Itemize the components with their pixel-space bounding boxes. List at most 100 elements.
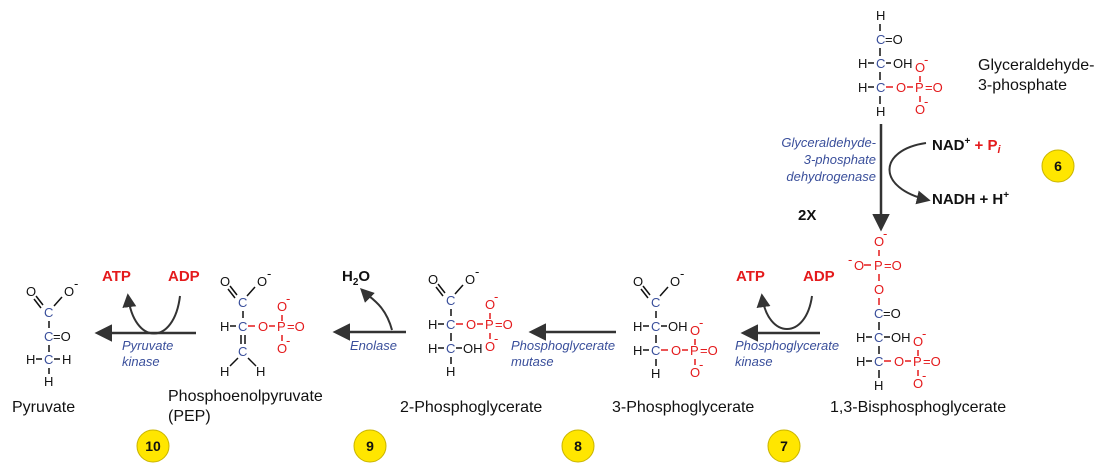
atom-h: H <box>876 8 885 23</box>
charge-minus: - <box>286 291 290 306</box>
atom-c: C <box>874 354 883 369</box>
cofactor-atp-step7: ATP <box>736 268 765 285</box>
atom-eq-o: =O <box>884 258 902 273</box>
atom-p: P <box>874 258 883 273</box>
atom-o-minus: O <box>915 102 925 117</box>
atom-o-minus: O <box>485 297 495 312</box>
molecule-pyruvate: O O - C C =O H C H H <box>26 276 78 389</box>
step-badge-7: 7 <box>767 429 801 463</box>
atom-o-minus: O <box>465 272 475 287</box>
atom-c: C <box>44 305 53 320</box>
atom-o-minus: O <box>913 376 923 391</box>
cofactor-adp-step7: ADP <box>803 268 835 285</box>
atom-c: C <box>876 56 885 71</box>
atom-h: H <box>428 317 437 332</box>
atom-o: O <box>466 317 476 332</box>
atom-p: P <box>915 80 924 95</box>
atom-h: H <box>446 364 455 379</box>
atom-p: P <box>485 317 494 332</box>
label-2x: 2X <box>798 207 816 224</box>
atom-h: H <box>874 378 883 393</box>
charge-minus: - <box>286 333 290 348</box>
molecule-3pg: O O - C H C OH H C O P =O O - O - H <box>633 266 718 381</box>
charge-minus: - <box>883 226 887 241</box>
atom-h: H <box>876 104 885 119</box>
label-g3p-line2: 3-phosphate <box>978 77 1067 94</box>
atom-c: C <box>651 319 660 334</box>
atom-h: H <box>856 330 865 345</box>
enzyme-enolase: Enolase <box>350 338 397 353</box>
atom-o: O <box>220 274 230 289</box>
atom-c: C <box>446 317 455 332</box>
atom-oh: OH <box>893 56 913 71</box>
cofactor-h2o: H2O <box>342 268 370 288</box>
step-number-6: 6 <box>1054 158 1062 174</box>
step-number-8: 8 <box>574 438 582 454</box>
enzyme-pgm-line1: Phosphoglycerate <box>511 338 615 353</box>
step-badge-6: 6 <box>1041 149 1075 183</box>
charge-minus: - <box>924 94 928 109</box>
cofactor-atp-step10: ATP <box>102 268 131 285</box>
step-badge-10: 10 <box>136 429 170 463</box>
atom-h: H <box>220 364 229 379</box>
charge-minus: - <box>680 266 684 281</box>
enzyme-pgm-line2: mutase <box>511 354 554 369</box>
enzyme-pgk-line2: kinase <box>735 354 773 369</box>
cofactor-nadh: NADH + H+ <box>932 190 1009 208</box>
atom-c: C <box>651 295 660 310</box>
atom-o-minus: O <box>277 341 287 356</box>
atom-eq-o: =O <box>495 317 513 332</box>
atom-oh: OH <box>463 341 483 356</box>
atom-c: C <box>44 352 53 367</box>
atom-oh: OH <box>668 319 688 334</box>
atom-o: O <box>258 319 268 334</box>
atom-h: H <box>62 352 71 367</box>
cofactor-adp-step10: ADP <box>168 268 200 285</box>
atom-h: H <box>26 352 35 367</box>
atom-c: C <box>876 32 885 47</box>
enzyme-pk-line2: kinase <box>122 354 160 369</box>
atom-c: C <box>446 293 455 308</box>
atom-eq-o: =O <box>287 319 305 334</box>
molecule-pep: O O - C H C O P =O O - O - C H H <box>220 266 305 379</box>
atom-c: C <box>651 343 660 358</box>
label-pep-line2: (PEP) <box>168 408 211 425</box>
atom-o-minus: O <box>690 365 700 380</box>
atom-o: O <box>26 284 36 299</box>
label-pep-line1: Phosphoenolpyruvate <box>168 388 323 405</box>
atom-c: C <box>876 80 885 95</box>
atom-h: H <box>858 80 867 95</box>
atom-h: H <box>858 56 867 71</box>
atom-o-minus: O <box>670 274 680 289</box>
charge-minus: - <box>699 315 703 330</box>
atom-o: O <box>874 282 884 297</box>
atom-o: O <box>428 272 438 287</box>
step-badge-8: 8 <box>561 429 595 463</box>
atom-c: C <box>44 329 53 344</box>
atom-h: H <box>633 343 642 358</box>
atom-eq-o: =O <box>883 306 901 321</box>
atom-eq-o: =O <box>700 343 718 358</box>
atom-o-minus: O <box>257 274 267 289</box>
step-badge-9: 9 <box>353 429 387 463</box>
atom-h: H <box>44 374 53 389</box>
enzyme-gapdh-line3: dehydrogenase <box>786 169 876 184</box>
water-curve-step9 <box>360 288 393 331</box>
atom-h: H <box>856 354 865 369</box>
charge-minus: - <box>922 368 926 383</box>
charge-minus: - <box>924 52 928 67</box>
charge-minus: - <box>922 326 926 341</box>
atom-o-minus: O <box>64 284 74 299</box>
enzyme-pgk-line1: Phosphoglycerate <box>735 338 839 353</box>
atom-o-minus: O <box>854 258 864 273</box>
label-g3p-line1: Glyceraldehyde- <box>978 57 1095 74</box>
cofactor-nad-plus-pi: NAD+ + Pi <box>932 136 1001 156</box>
atom-o: O <box>896 80 906 95</box>
atom-eq-o: =O <box>885 32 903 47</box>
cofactor-curve-step7 <box>756 293 813 330</box>
atom-c: C <box>238 319 247 334</box>
atom-h: H <box>428 341 437 356</box>
atom-o: O <box>633 274 643 289</box>
